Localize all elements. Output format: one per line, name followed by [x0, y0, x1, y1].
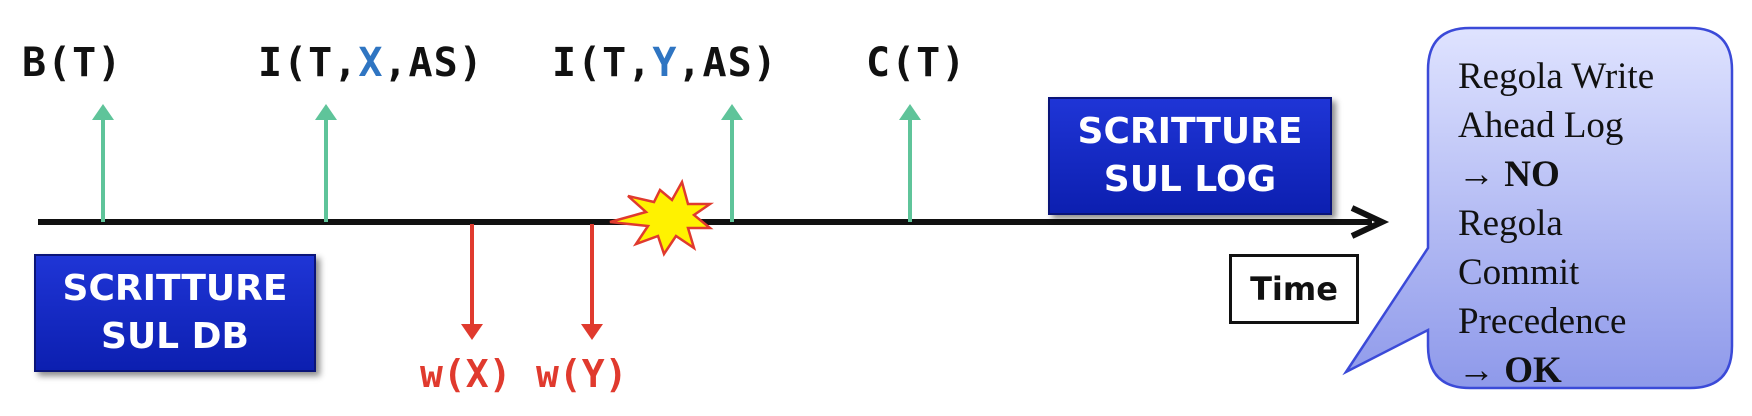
- log-arrow-insert-y: [721, 104, 743, 222]
- log-event-part: X: [358, 40, 384, 86]
- log-writes-line-1: SCRITTURE: [1077, 111, 1303, 152]
- log-event-part: C(T): [866, 40, 967, 86]
- log-writes-line-2: SUL LOG: [1103, 159, 1277, 200]
- db-writes-line-2: SUL DB: [101, 316, 249, 357]
- time-label-box: Time: [1229, 254, 1359, 324]
- callout-line: Regola: [1458, 203, 1563, 244]
- log-event-part: ,AS): [677, 40, 778, 86]
- log-event-part: I(T,: [258, 40, 359, 86]
- db-arrow-write-y: [581, 224, 603, 340]
- callout-line: Precedence: [1458, 301, 1627, 342]
- log-arrow-insert-x: [315, 104, 337, 222]
- callout-line: Regola Write: [1458, 56, 1655, 97]
- log-event-commit: C(T): [866, 40, 966, 86]
- db-writes-box: SCRITTURE SUL DB: [34, 254, 316, 372]
- log-event-part: Y: [652, 40, 678, 86]
- timeline-arrowhead: [1350, 205, 1390, 239]
- log-event-part: ,AS): [383, 40, 484, 86]
- log-event-insert-y: I(T,Y,AS): [552, 40, 778, 86]
- log-arrow-commit: [899, 104, 921, 222]
- db-write-y-label: w(Y): [536, 352, 628, 396]
- callout-line-commit-result: → OK: [1458, 350, 1562, 391]
- crash-burst-icon: [609, 178, 715, 257]
- callout-line: Commit: [1458, 252, 1580, 293]
- db-arrow-write-x: [461, 224, 483, 340]
- callout-balloon: [1342, 26, 1734, 390]
- db-write-x-label: w(X): [420, 352, 512, 396]
- db-writes-line-1: SCRITTURE: [62, 268, 288, 309]
- callout-line: Ahead Log: [1458, 105, 1624, 146]
- callout-line-wal-result: → NO: [1458, 154, 1560, 195]
- log-event-insert-x: I(T,X,AS): [258, 40, 484, 86]
- time-label: Time: [1250, 270, 1338, 308]
- callout-text: Regola Write Ahead Log → NO Regola Commi…: [1458, 52, 1708, 395]
- log-arrow-begin: [92, 104, 114, 222]
- log-event-begin: B(T): [22, 40, 122, 86]
- log-event-part: B(T): [22, 40, 123, 86]
- log-writes-box: SCRITTURE SUL LOG: [1048, 97, 1332, 215]
- log-event-part: I(T,: [552, 40, 653, 86]
